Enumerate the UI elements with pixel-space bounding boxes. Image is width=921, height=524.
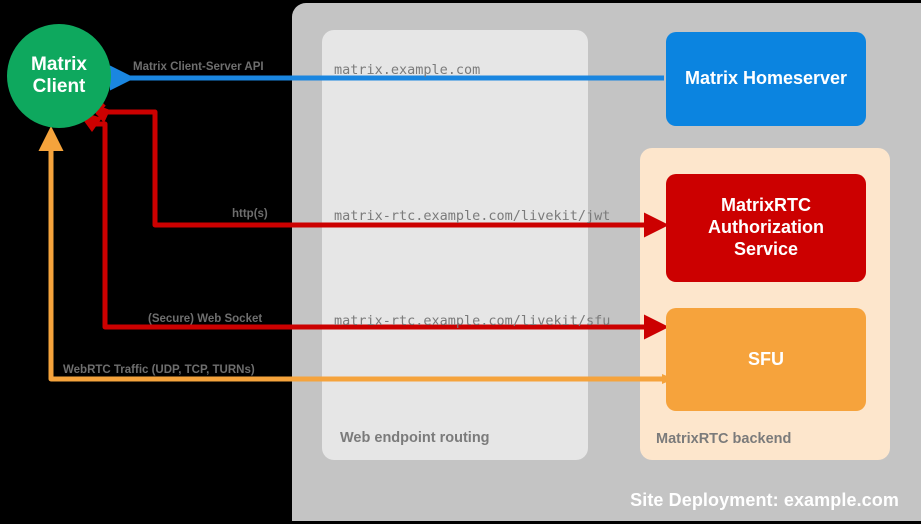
endpoint-label-livekit-jwt: matrix-rtc.example.com/livekit/jwt <box>334 208 611 224</box>
node-matrix-client-line1: Matrix <box>31 53 87 75</box>
flow-label-https: http(s) <box>232 208 268 220</box>
node-matrix-homeserver-label: Matrix Homeserver <box>684 68 848 89</box>
flow-label-webrtc: WebRTC Traffic (UDP, TCP, TURNs) <box>63 364 255 376</box>
node-matrix-client: Matrix Client <box>7 24 111 128</box>
node-sfu: SFU <box>666 308 866 411</box>
node-sfu-label: SFU <box>748 348 784 369</box>
flow-label-matrix-client-server-api: Matrix Client-Server API <box>133 61 264 73</box>
node-matrixrtc-authorization-service: MatrixRTC Authorization Service <box>666 174 866 282</box>
matrixrtc-backend-label: MatrixRTC backend <box>656 431 792 447</box>
web-endpoint-routing-label: Web endpoint routing <box>340 430 490 446</box>
node-auth-line1: MatrixRTC <box>720 195 811 216</box>
node-matrix-client-line2: Client <box>32 76 86 97</box>
node-auth-line3: Service <box>733 238 799 259</box>
site-deployment-label: Site Deployment: example.com <box>630 490 899 510</box>
endpoint-label-matrix: matrix.example.com <box>334 62 481 78</box>
endpoint-label-livekit-sfu: matrix-rtc.example.com/livekit/sfu <box>334 313 611 329</box>
node-auth-line2: Authorization <box>708 217 824 238</box>
flow-label-websocket: (Secure) Web Socket <box>148 313 263 325</box>
node-matrix-homeserver: Matrix Homeserver <box>666 32 866 126</box>
web-endpoint-routing-container: Web endpoint routing <box>322 30 588 460</box>
